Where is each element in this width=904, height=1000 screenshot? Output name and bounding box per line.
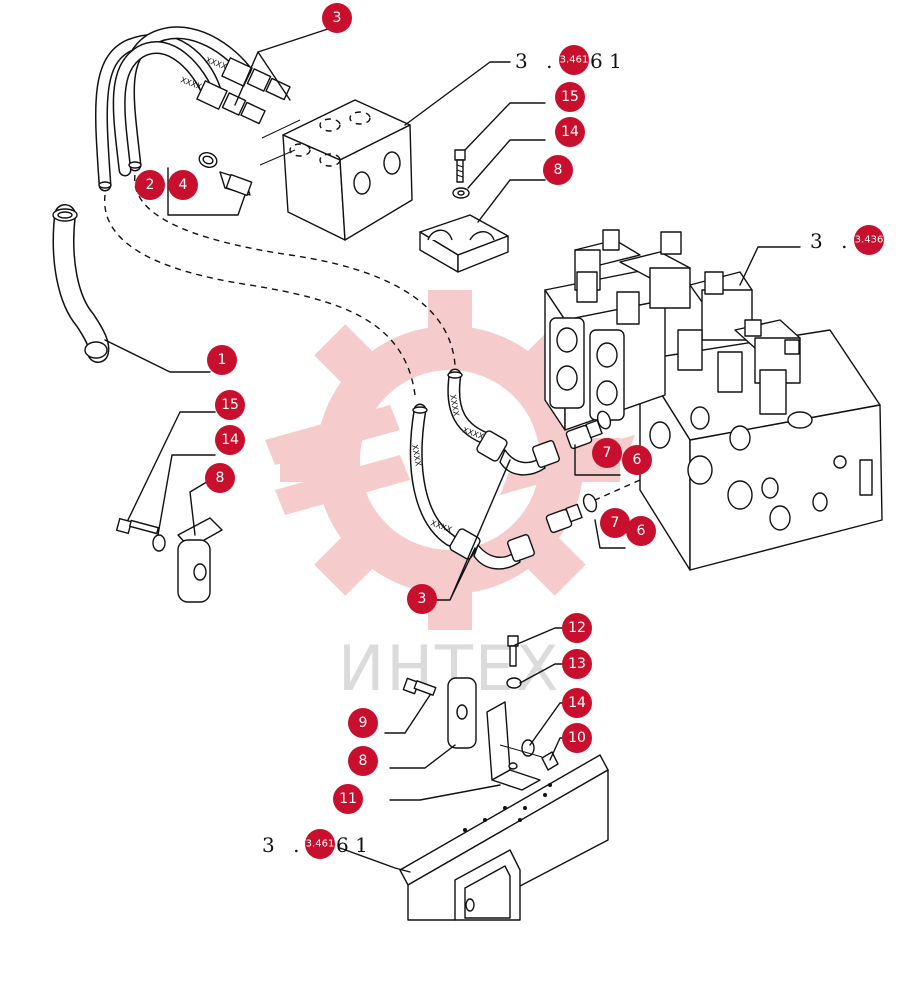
frame-rail (339, 754, 609, 921)
routing-line-2 (134, 174, 456, 366)
reference-badge-right[interactable]: 3.436 (854, 225, 884, 255)
hose-pair-center: XXXX XXXX XXXX XXXX (409, 368, 560, 570)
callout-label: 9 (359, 715, 368, 731)
svg-text:3.436: 3.436 (855, 235, 884, 246)
callout-badge-1[interactable]: 1 (207, 345, 237, 375)
callout-badge-15[interactable]: 15 (555, 82, 585, 112)
callout-label: 12 (568, 620, 586, 636)
callout-label: 14 (561, 124, 579, 140)
callout-label: 14 (221, 432, 239, 448)
callout-badge-4[interactable]: 4 (168, 170, 198, 200)
routing-line-4 (594, 479, 641, 501)
callout-badge-3[interactable]: 3 (407, 584, 437, 614)
leader-3-center (434, 459, 511, 601)
callout-badge-2[interactable]: 2 (135, 170, 165, 200)
valve-fitting-lower (545, 493, 626, 549)
callout-label: 3 (333, 10, 342, 26)
callout-badge-6[interactable]: 6 (626, 516, 656, 546)
callout-badge-3[interactable]: 3 (322, 3, 352, 33)
leader-3-top (234, 24, 341, 106)
callout-badge-14[interactable]: 14 (555, 117, 585, 147)
reference-right: 3 . 3.436 (810, 225, 884, 255)
reference-badge-bottom[interactable]: 3.461 (305, 829, 335, 859)
callout-badge-7[interactable]: 7 (600, 508, 630, 538)
svg-text:3 .: 3 . (262, 833, 305, 857)
clamp-assembly-left (115, 411, 223, 603)
elbow-hose (52, 204, 211, 373)
callout-label: 1 (218, 352, 227, 368)
callout-label: 4 (179, 177, 188, 193)
callout-label: 2 (146, 177, 155, 193)
callout-badge-10[interactable]: 10 (562, 723, 592, 753)
callout-label: 7 (603, 445, 612, 461)
leader-ref-top (404, 61, 511, 126)
callout-badge-7[interactable]: 7 (592, 438, 622, 468)
callout-label: 8 (216, 470, 225, 486)
callout-badge-8[interactable]: 8 (543, 155, 573, 185)
valve-block-assembly (544, 229, 883, 571)
svg-text:6 1: 6 1 (336, 833, 368, 857)
callout-label: 3 (418, 591, 427, 607)
reference-top: 3 . 3.461 6 1 (515, 45, 622, 75)
callout-badge-8[interactable]: 8 (348, 746, 378, 776)
callout-label: 8 (359, 753, 368, 769)
callout-label: 15 (561, 89, 579, 105)
callout-badge-13[interactable]: 13 (562, 649, 592, 679)
clamp-assembly-top (419, 102, 546, 273)
reference-badge-top[interactable]: 3.461 (559, 45, 589, 75)
svg-text:3 .: 3 . (515, 49, 558, 73)
callout-label: 15 (221, 397, 239, 413)
callout-label: 6 (633, 452, 642, 468)
svg-text:XXXX: XXXX (410, 444, 423, 468)
reference-bottom: 3 . 3.461 6 1 (262, 829, 368, 859)
valve-fitting-upper (565, 410, 621, 476)
callout-badge-14[interactable]: 14 (215, 425, 245, 455)
callout-label: 11 (339, 791, 357, 807)
callout-label: 6 (637, 523, 646, 539)
routing-line-1 (104, 194, 416, 396)
callout-badges: 3 15 14 8 2 4 1 15 14 8 7 6 7 6 3 12 13 14 10 9 8 11 (135, 3, 656, 814)
callout-label: 14 (568, 695, 586, 711)
svg-text:3.461: 3.461 (306, 839, 335, 850)
callout-label: 10 (568, 730, 586, 746)
callout-badge-12[interactable]: 12 (562, 613, 592, 643)
callout-label: 8 (554, 162, 563, 178)
distribution-block (259, 99, 413, 241)
callout-badge-11[interactable]: 11 (333, 784, 363, 814)
callout-label: 13 (568, 656, 586, 672)
adapter-fitting (167, 152, 253, 216)
callout-label: 7 (611, 515, 620, 531)
hose-bundle-top: XXXX XXXX (95, 26, 291, 192)
callout-badge-6[interactable]: 6 (622, 445, 652, 475)
svg-text:3 .: 3 . (810, 229, 853, 253)
bracket-assembly (384, 627, 566, 801)
svg-text:3.461: 3.461 (560, 55, 589, 66)
callout-badge-15[interactable]: 15 (215, 390, 245, 420)
svg-text:6 1: 6 1 (590, 49, 622, 73)
callout-badge-9[interactable]: 9 (348, 708, 378, 738)
callout-badge-14[interactable]: 14 (562, 688, 592, 718)
svg-text:XXXX: XXXX (448, 394, 461, 418)
callout-badge-8[interactable]: 8 (205, 463, 235, 493)
